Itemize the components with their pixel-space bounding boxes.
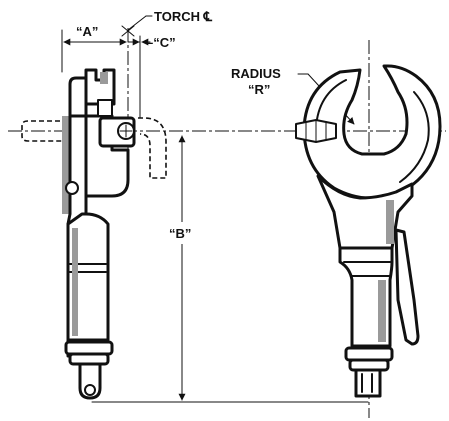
- front-collar-1: [344, 346, 394, 362]
- label-radius-r: “R”: [248, 82, 270, 97]
- dimensions: “A” –“C” TORCH ℄ “B” RADIUS “R”: [61, 9, 369, 403]
- label-torch-cl: TORCH ℄: [154, 9, 213, 24]
- front-view: [295, 64, 442, 398]
- ghost-torch-elbow: [138, 117, 167, 179]
- side-collar-1: [64, 340, 114, 356]
- ghost-torch-left: [21, 120, 68, 142]
- torch-cl-cross-2: [121, 25, 135, 37]
- grip-shading: [378, 280, 386, 342]
- dim-b-label-gap: [166, 222, 198, 244]
- side-end-hole: [84, 384, 96, 396]
- handle-shading: [72, 228, 78, 336]
- side-plate-shading: [62, 116, 70, 214]
- neck-shading: [386, 200, 394, 244]
- side-view: [21, 68, 167, 400]
- mast-slot-shading: [100, 72, 108, 84]
- side-rail-top: [68, 76, 88, 118]
- torch-cl-leader: [127, 15, 147, 31]
- front-end-fitting: [354, 368, 382, 398]
- label-radius: RADIUS: [231, 66, 281, 81]
- trigger-lever: [394, 228, 420, 346]
- label-dim-b: “B”: [169, 226, 191, 241]
- label-dim-a: “A”: [76, 24, 98, 39]
- label-dim-c: –“C”: [146, 35, 176, 50]
- mast-clamp: [97, 99, 113, 117]
- c-ring-inner-right: [399, 91, 430, 183]
- side-pivot-knob: [65, 181, 79, 195]
